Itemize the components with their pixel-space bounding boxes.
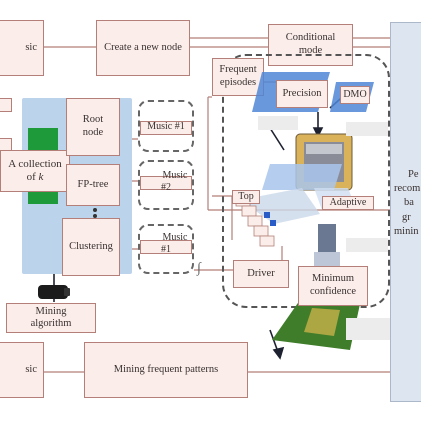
create-node-label: Create a new node <box>104 41 182 53</box>
driver-label: Driver <box>247 267 275 279</box>
grey-placeholder-1 <box>258 116 298 130</box>
left-bottom-partial-box: sic <box>0 342 44 398</box>
music-2-label: Music #2 <box>138 170 194 194</box>
music-2-dashed <box>138 160 194 210</box>
mining-frequent-patterns-label: Mining frequent patterns <box>113 363 219 375</box>
lens-cylinder <box>318 224 336 254</box>
create-node-box: Create a new node <box>96 20 190 76</box>
mining-algorithm-box: Mining algorithm <box>6 303 96 333</box>
right-text-5: minin <box>394 225 419 237</box>
right-text-4: gr <box>402 211 411 223</box>
mining-algorithm-line2: algorithm <box>30 318 72 329</box>
minimum-confidence-line2: confidence <box>309 286 357 297</box>
music-1-top-tag <box>140 121 192 135</box>
adaptive-box: Adaptive <box>322 196 374 210</box>
lamp-highlight <box>306 144 342 154</box>
conditional-mode-line1: Conditional <box>285 32 336 44</box>
frequent-episodes-box: Frequent episodes <box>212 58 264 96</box>
grey-placeholder-2 <box>346 122 388 136</box>
music-1-bottom-line2: #1 <box>161 244 171 255</box>
collection-line1: A collection <box>8 157 62 170</box>
camera-icon <box>38 285 68 299</box>
frequent-episodes-line2: episodes <box>219 77 257 88</box>
fp-tree-label: FP-tree <box>77 178 109 190</box>
driver-box: Driver <box>233 260 289 288</box>
collection-line2: of <box>26 171 36 183</box>
blue-plate-3 <box>262 164 342 190</box>
dmo-box: DMO <box>340 86 370 104</box>
music-2-line2: #2 <box>161 182 171 193</box>
light-beam <box>240 188 320 224</box>
collection-variable: k <box>38 171 44 183</box>
root-node-box: Root node <box>66 98 120 156</box>
top-box: Top <box>232 190 260 204</box>
camera-lens-icon <box>64 288 70 296</box>
grey-placeholder-3 <box>346 318 390 340</box>
conditional-mode-line2: mode <box>298 45 323 56</box>
lens-cap <box>314 252 340 266</box>
left-edge-tab-1 <box>0 98 12 112</box>
music-1-bottom-label: Music #1 <box>138 232 194 256</box>
root-node-line1: Root <box>82 114 104 126</box>
music-1-top-dashed <box>138 100 194 152</box>
music-2-tag <box>140 176 192 190</box>
clustering-box: Clustering <box>62 218 120 276</box>
left-top-partial-box: sic <box>0 20 44 76</box>
music-2-line1: Music <box>162 170 188 181</box>
dot-2 <box>93 214 97 218</box>
right-partial-panel <box>390 22 421 402</box>
music-1-bottom-line1: Music <box>162 232 188 243</box>
circuit-chip <box>304 308 340 336</box>
left-top-partial-label: sic <box>25 41 37 53</box>
music-1-bottom-tag <box>140 240 192 254</box>
conditional-mode-box: Conditional mode <box>268 24 353 66</box>
top-label: Top <box>238 191 254 202</box>
music-1-bottom-dashed <box>138 224 194 274</box>
clustering-label: Clustering <box>69 240 113 252</box>
fp-tree-box: FP-tree <box>66 164 120 206</box>
mining-frequent-patterns-box: Mining frequent patterns <box>84 342 248 398</box>
music-1-top-label: Music #1 <box>147 121 185 132</box>
mining-algorithm-line1: Mining <box>35 305 67 317</box>
dot-1 <box>93 208 97 212</box>
right-text-3: ba <box>404 197 414 209</box>
grey-placeholder-4 <box>346 238 388 252</box>
right-text-2: recom <box>394 183 421 195</box>
precision-label: Precision <box>282 87 322 99</box>
adaptive-label: Adaptive <box>329 197 367 208</box>
left-bottom-partial-label: sic <box>25 363 37 375</box>
root-node-line2: node <box>82 127 104 138</box>
dmo-label: DMO <box>343 89 367 100</box>
frequent-episodes-line1: Frequent <box>219 64 257 76</box>
right-partial-text: Pe recom ba gr minin <box>394 168 421 239</box>
minimum-confidence-line1: Minimum <box>311 273 354 285</box>
minimum-confidence-box: Minimum confidence <box>298 266 368 306</box>
right-text-1: Pe <box>408 169 419 180</box>
precision-box: Precision <box>276 80 328 108</box>
break-mark-icon: ∫ <box>197 261 201 276</box>
